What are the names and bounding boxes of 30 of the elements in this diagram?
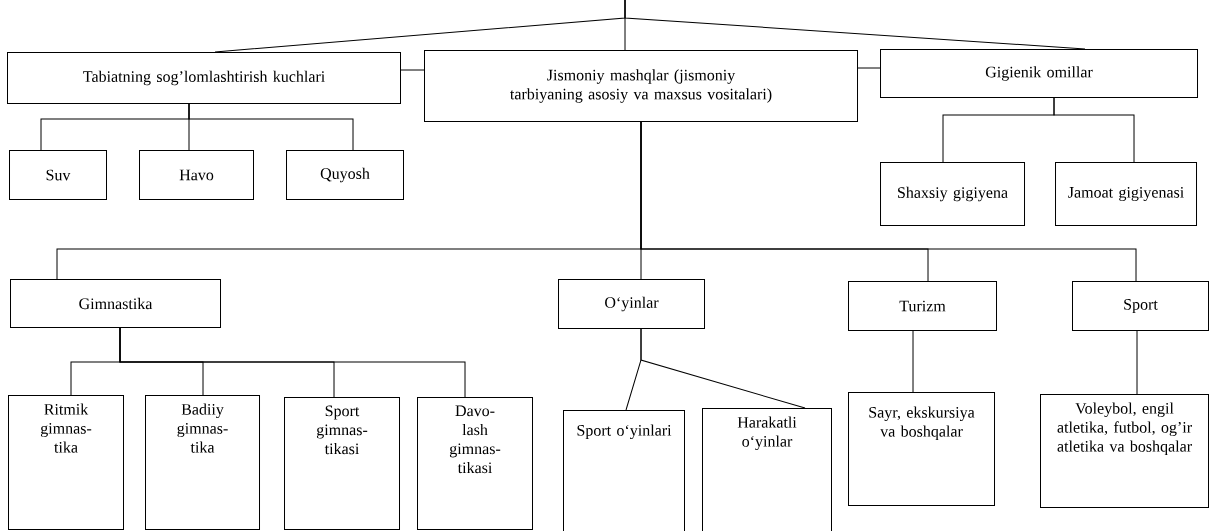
category-box: Tabiatning sog’lomlashtirish kuchlari — [7, 52, 401, 104]
category-box: Gigienik omillar — [880, 49, 1198, 98]
item-box: Sport gimnas- tikasi — [284, 397, 400, 530]
item-box: Quyosh — [286, 150, 404, 200]
connector-line — [857, 67, 881, 69]
connector-line — [624, 0, 1086, 50]
item-box: Suv — [9, 150, 107, 200]
connector-line — [400, 69, 425, 71]
item-box: Jamoat gigiyenasi — [1055, 162, 1197, 226]
connector-line — [188, 103, 354, 151]
connector-line — [640, 121, 1137, 282]
category-box: O‘yinlar — [558, 279, 705, 329]
item-box: Davo- lash gimnas- tikasi — [417, 397, 533, 530]
category-box: Gimnastika — [10, 279, 221, 328]
item-box: Harakatli o‘yinlar — [702, 408, 832, 531]
item-box: Shaxsiy gigiyena — [880, 162, 1025, 226]
item-box: Ritmik gimnas- tika — [8, 395, 124, 530]
item-box: Sayr, ekskursiya va boshqalar — [848, 392, 995, 506]
item-box: Sport o‘yinlari — [563, 410, 685, 531]
category-box: Sport — [1072, 281, 1209, 331]
connector-line — [912, 330, 914, 393]
item-box: Voleybol, engil atletika, futbol, og’ir atletika va boshqalar — [1040, 394, 1209, 508]
category-box: Jismoniy mashqlar (jismoniy tarbiyaning asosiy va maxsus vositalari) — [424, 50, 858, 122]
connector-line — [119, 327, 466, 398]
connector-line — [640, 328, 806, 409]
item-box: Badiiy gimnas- tika — [145, 395, 260, 530]
category-box: Turizm — [848, 281, 997, 331]
connector-line — [1053, 97, 1135, 163]
connector-line — [1136, 330, 1138, 395]
item-box: Havo — [139, 150, 254, 200]
